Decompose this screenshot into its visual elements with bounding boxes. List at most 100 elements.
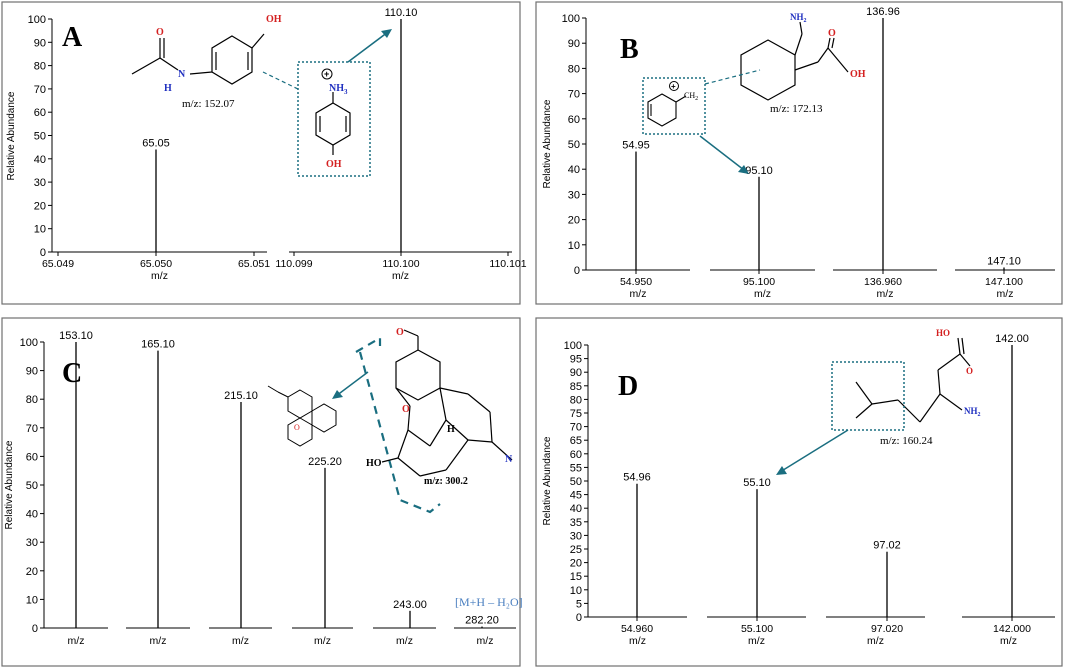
panel-a-x-axis-title: m/z: [151, 270, 168, 282]
fragment-ch2: CH2: [684, 91, 698, 102]
panel-d-x-axis-title: m/z: [748, 635, 765, 647]
panel-a-y-tick-label: 50: [34, 131, 46, 143]
panel-b-plus: +: [671, 82, 676, 91]
panel-c-y-axis-title: Relative Abundance: [4, 440, 15, 529]
panel-a-y-tick-label: 0: [40, 247, 46, 259]
panel-d-y-tick-label: 0: [576, 612, 582, 624]
panel-b-x-axis-title: m/z: [630, 288, 647, 300]
panel-d-x-axis-title: m/z: [1000, 635, 1017, 647]
panel-d-parent-mz: m/z: 160.24: [880, 435, 933, 447]
panel-d-y-tick-label: 5: [576, 598, 582, 610]
panel-b-x-axis-title: m/z: [997, 288, 1014, 300]
morphinan-n: N: [505, 454, 513, 465]
panel-c-dashed-bracket: [355, 336, 441, 514]
panel-d-y-tick-label: 40: [570, 503, 582, 515]
panel-b-peak-label: 136.96: [866, 6, 900, 18]
panel-a-x-tick-label: 65.050: [140, 258, 172, 270]
acetaminophen-h: H: [164, 83, 172, 94]
panel-c-y-tick-label: 60: [26, 451, 38, 463]
panel-b-y-tick-label: 60: [568, 114, 580, 126]
panel-b-y-tick-label: 40: [568, 164, 580, 176]
acetaminophen-o: O: [156, 27, 164, 38]
panel-d-y-tick-label: 100: [564, 340, 582, 352]
panel-c-y-tick-label: 30: [26, 537, 38, 549]
panel-d-y-tick-label: 45: [570, 490, 582, 502]
panel-d-y-tick-label: 25: [570, 544, 582, 556]
panel-b-x-axis-title: m/z: [754, 288, 771, 300]
panel-b-y-tick-label: 90: [568, 38, 580, 50]
panel-d-fragment-box: [831, 361, 905, 431]
panel-a-y-tick-label: 30: [34, 177, 46, 189]
phenanthrene-o: O: [294, 423, 300, 432]
morphinan-h: H: [447, 424, 455, 435]
panel-d-y-tick-label: 50: [570, 476, 582, 488]
panel-b-frame: [535, 1, 1063, 305]
panel-d-y-tick-label: 85: [570, 381, 582, 393]
aminophenol-nh3: NH3: [329, 83, 348, 96]
panel-a-parent-mz: m/z: 152.07: [182, 98, 235, 110]
panel-d-x-tick-label: 142.000: [993, 623, 1031, 635]
panel-c-y-tick-label: 90: [26, 366, 38, 378]
panel-c-peak-label: 153.10: [59, 330, 93, 342]
panel-b-x-tick-label: 54.950: [620, 276, 652, 288]
panel-d-y-tick-label: 95: [570, 354, 582, 366]
panel-a-y-tick-label: 40: [34, 154, 46, 166]
panel-c-y-tick-label: 80: [26, 394, 38, 406]
panel-a-y-tick-label: 20: [34, 200, 46, 212]
panel-c-y-tick-label: 10: [26, 594, 38, 606]
panel-b-y-tick-label: 70: [568, 89, 580, 101]
panel-d-x-tick-label: 55.100: [741, 623, 773, 635]
panel-d-x-tick-label: 97.020: [871, 623, 903, 635]
panel-c-peak-label: 225.20: [308, 456, 342, 468]
panel-c-water-loss-annotation: [M+H – H₂O]: [455, 595, 523, 609]
panel-a-peak-label: 110.10: [385, 7, 418, 19]
panel-b-y-tick-label: 0: [574, 265, 580, 277]
panel-a-y-tick-label: 70: [34, 84, 46, 96]
panel-c-y-tick-label: 100: [20, 337, 38, 349]
phenanthrene-fragment-structure: [267, 385, 337, 447]
cyclohexenylmethyl-fragment-structure: [647, 93, 687, 127]
panel-a-arrowhead: [381, 29, 392, 38]
panel-d-y-tick-label: 35: [570, 517, 582, 529]
panel-b-y-axis-title: Relative Abundance: [542, 99, 553, 188]
panel-a-x-tick-label: 110.100: [382, 258, 419, 270]
panel-b-peak-label: 95.10: [745, 165, 773, 177]
panel-d-peak-label: 97.02: [873, 540, 901, 552]
panel-a-y-tick-label: 90: [34, 37, 46, 49]
panel-b-x-tick-label: 147.100: [985, 276, 1023, 288]
panel-c-x-axis-title: m/z: [232, 635, 249, 647]
panel-c-y-tick-label: 50: [26, 480, 38, 492]
panel-b-fragment-box: [642, 77, 706, 135]
acetaminophen-oh: OH: [266, 14, 282, 25]
panel-b-x-tick-label: 136.960: [864, 276, 902, 288]
panel-b-y-tick-label: 100: [562, 13, 580, 25]
morphinan-structure: [381, 329, 513, 477]
panel-d-y-tick-label: 70: [570, 422, 582, 434]
panel-b-peak-label: 54.95: [622, 140, 650, 152]
panel-a-y-tick-label: 10: [34, 224, 46, 236]
panel-d-y-tick-label: 60: [570, 449, 582, 461]
panel-a-x-tick-label: 65.051: [238, 258, 270, 270]
panel-b-y-tick-label: 50: [568, 139, 580, 151]
gabapentin-nh2: NH2: [790, 12, 807, 24]
panel-a-x-tick-label: 110.101: [489, 258, 526, 270]
panel-d-x-axis-title: m/z: [867, 635, 884, 647]
panel-d-y-tick-label: 90: [570, 367, 582, 379]
panel-c-letter: C: [62, 358, 82, 389]
gabapentin-o: O: [828, 28, 836, 39]
panel-a-y-tick-label: 80: [34, 61, 46, 73]
panel-d-y-tick-label: 10: [570, 585, 582, 597]
panel-a-arrow: [347, 31, 389, 63]
panel-d-y-tick-label: 65: [570, 435, 582, 447]
morphinan-ho: HO: [366, 458, 382, 469]
plus-charge-icon: [321, 68, 333, 80]
panel-c-y-tick-label: 40: [26, 509, 38, 521]
panel-c-x-axis-title: m/z: [68, 635, 85, 647]
pregabalin-o: O: [966, 366, 973, 376]
panel-b-y-tick-label: 20: [568, 215, 580, 227]
panel-c-peak-label: 165.10: [141, 339, 175, 351]
panel-c-x-axis-title: m/z: [150, 635, 167, 647]
